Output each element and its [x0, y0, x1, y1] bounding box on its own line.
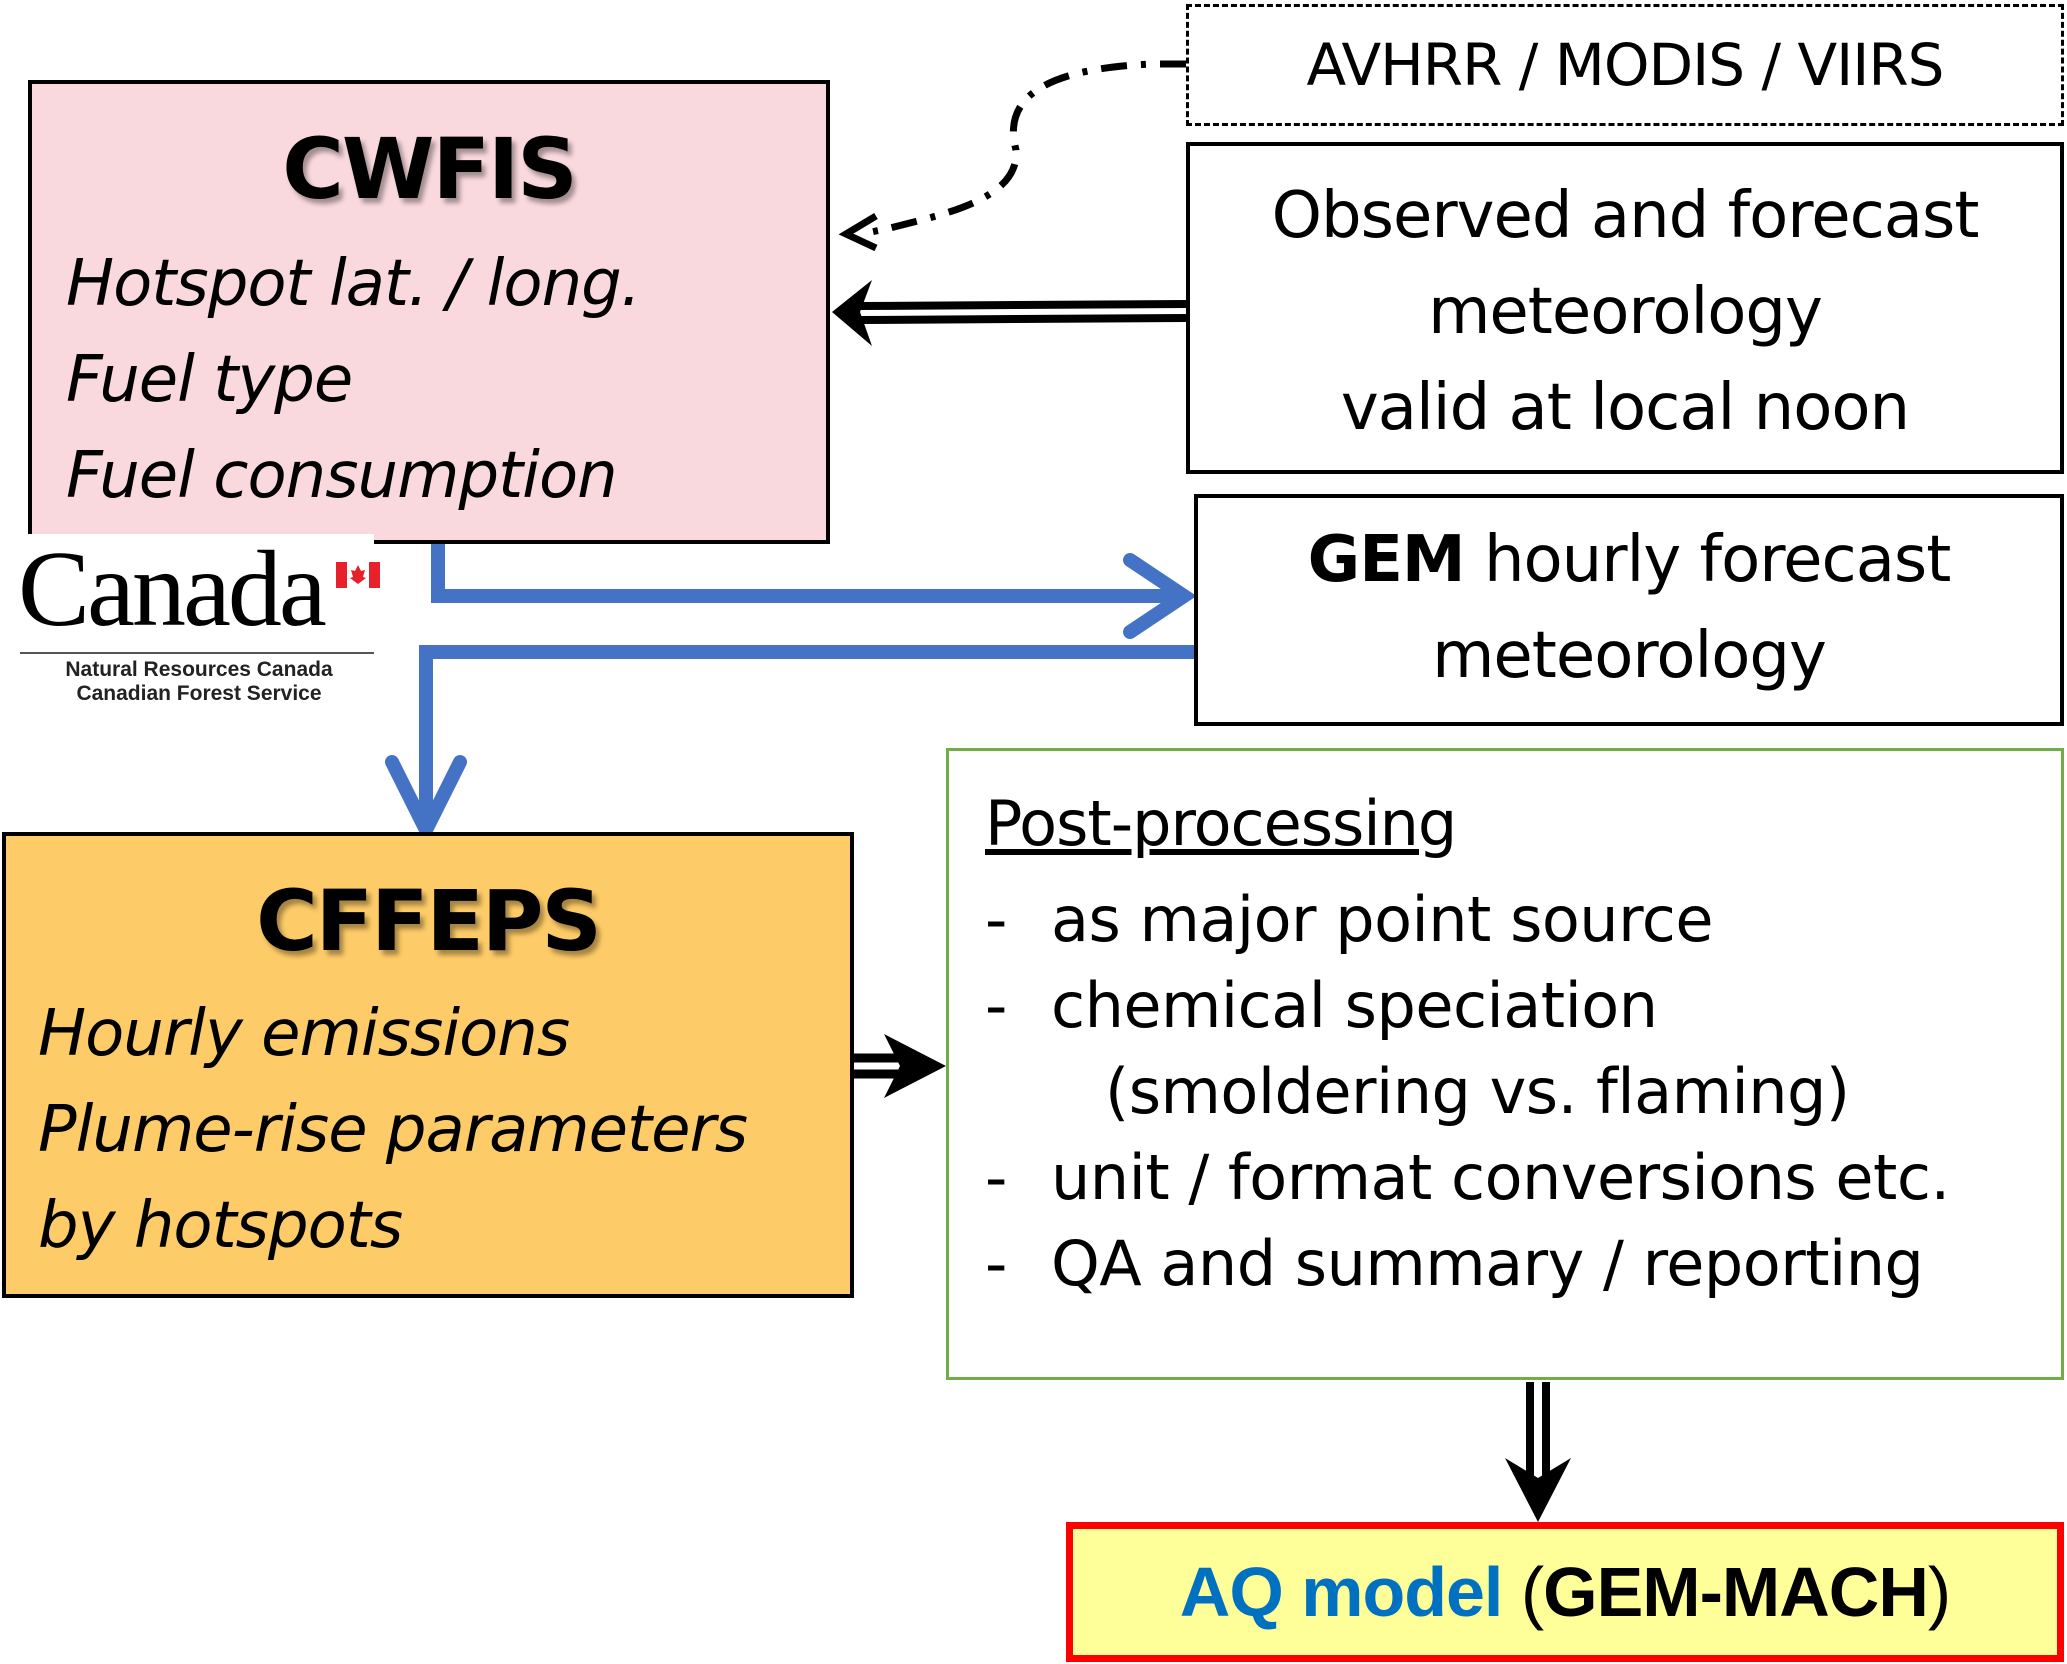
observed-met-box: Observed and forecast meteorology valid … [1186, 142, 2064, 474]
gem-met-line-2: meteorology [1432, 619, 1827, 693]
aq-close-paren: ) [1927, 1553, 1951, 1631]
post-processing-item: -unit / format conversions etc. [985, 1141, 1950, 1214]
post-item-text: QA and summary / reporting [1051, 1227, 1924, 1300]
cffeps-box: CFFEPS Hourly emissions Plume-rise param… [2, 832, 854, 1298]
arrow-satellites-to-cwfis-head [838, 212, 878, 252]
arrow-gem-to-cffeps [385, 645, 1205, 846]
aq-model-box: AQ model (GEM-MACH) [1066, 1522, 2064, 1662]
post-processing-item: -as major point source [985, 883, 1713, 956]
arrow-satellites-to-cwfis [861, 60, 1186, 238]
post-processing-item: -QA and summary / reporting [985, 1227, 1924, 1300]
post-processing-item: -chemical speciation [985, 969, 1658, 1042]
observed-met-line: valid at local noon [1340, 371, 1910, 445]
cwfis-item: Fuel type [66, 343, 353, 417]
cffeps-item: by hotspots [38, 1189, 403, 1263]
post-item-text: unit / format conversions etc. [1051, 1141, 1950, 1214]
aq-model-gem-mach: GEM-MACH [1543, 1553, 1929, 1631]
observed-met-line: Observed and forecast [1271, 179, 1980, 253]
logo-line-cfs: Canadian Forest Service [76, 682, 322, 705]
arrow-cffeps-to-post [854, 1034, 946, 1098]
logo-divider [20, 652, 374, 654]
canada-wordmark: Canada [18, 530, 327, 649]
satellites-box: AVHRR / MODIS / VIIRS [1186, 4, 2064, 126]
bullet-dash: - [985, 883, 1007, 956]
canada-logo: Canada Natural Resources Canada Canadian… [14, 530, 380, 705]
cwfis-box: CWFIS Hotspot lat. / long. Fuel type Fue… [28, 80, 830, 544]
cwfis-item: Fuel consumption [66, 439, 618, 513]
gem-rest-label: hourly forecast [1464, 523, 1951, 597]
aq-open-paren: ( [1502, 1553, 1544, 1631]
gem-bold-label: GEM [1307, 523, 1466, 597]
cffeps-item: Plume-rise parameters [38, 1093, 748, 1167]
bullet-dash: - [985, 1227, 1007, 1300]
cffeps-item: Hourly emissions [38, 997, 570, 1071]
gem-met-line-1: GEM hourly forecast [1198, 512, 2060, 608]
post-item-text: chemical speciation [1051, 969, 1658, 1042]
cwfis-title: CWFIS [282, 120, 577, 218]
gem-met-box: GEM hourly forecast meteorology [1194, 494, 2064, 726]
post-item-text: as major point source [1051, 883, 1713, 956]
bullet-dash: - [985, 969, 1007, 1042]
logo-line-nrcan: Natural Resources Canada [65, 658, 333, 681]
cffeps-items: Hourly emissions Plume-rise parameters b… [38, 986, 748, 1274]
post-processing-box: Post-processing -as major point source -… [946, 748, 2064, 1380]
aq-model-blue-text: AQ model [1179, 1553, 1504, 1631]
post-processing-heading: Post-processing [985, 787, 1457, 860]
aq-model-label: AQ model (GEM-MACH) [1073, 1529, 2057, 1655]
cffeps-title: CFFEPS [256, 872, 602, 970]
arrow-cwfis-to-gem [431, 534, 1197, 639]
canada-flag-icon [336, 562, 380, 588]
post-processing-continuation: (smoldering vs. flaming) [1105, 1055, 1850, 1128]
arrow-observed-to-cwfis [832, 280, 1187, 346]
bullet-dash: - [985, 1141, 1007, 1214]
observed-met-line: meteorology [1428, 275, 1823, 349]
arrow-post-to-aq [1505, 1382, 1571, 1522]
cwfis-items: Hotspot lat. / long. Fuel type Fuel cons… [66, 236, 641, 524]
satellites-label: AVHRR / MODIS / VIIRS [1306, 31, 1945, 99]
cwfis-item: Hotspot lat. / long. [66, 247, 641, 321]
